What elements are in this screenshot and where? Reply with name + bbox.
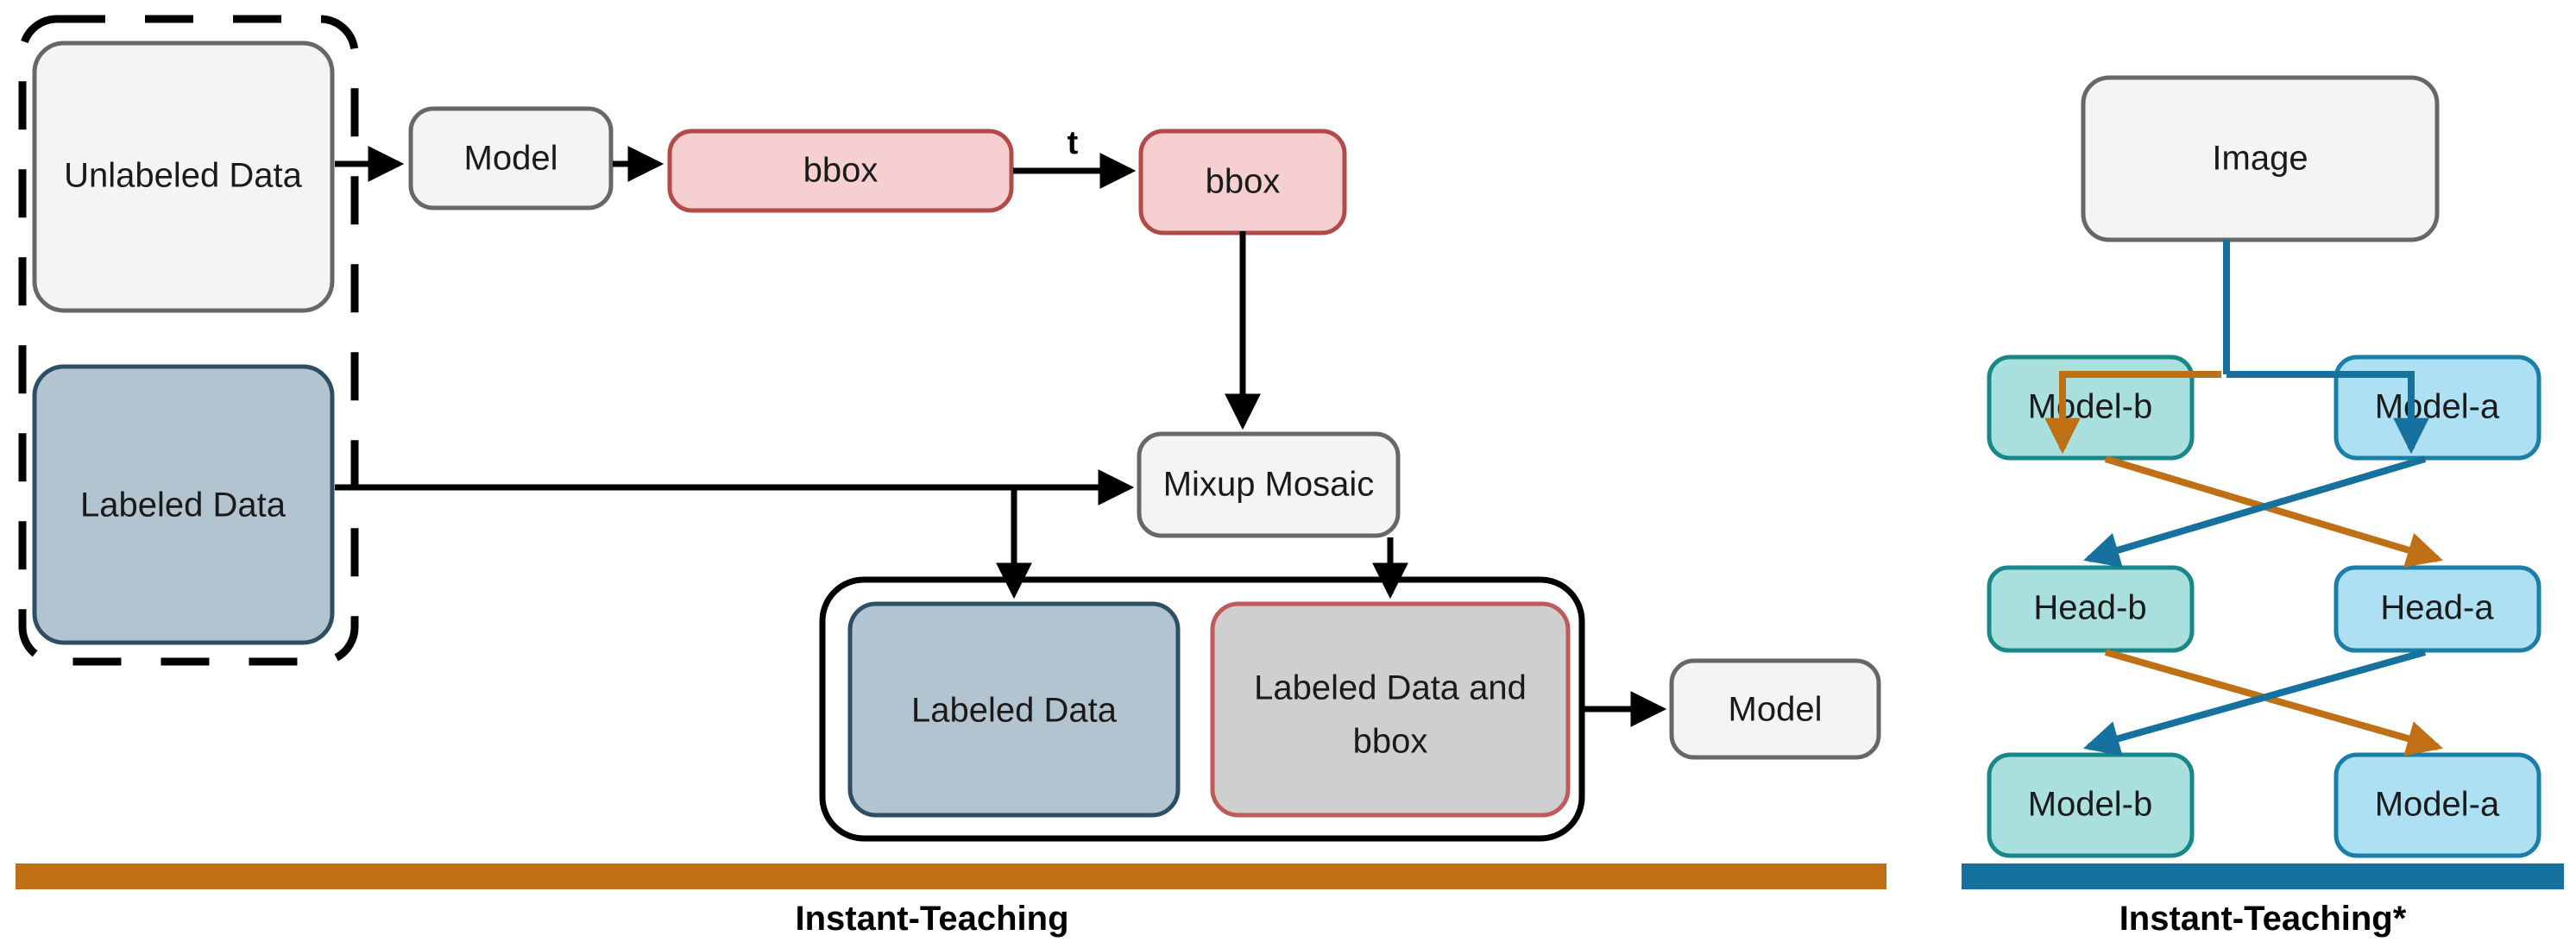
node-head-b: Head-b bbox=[1987, 565, 2195, 653]
left-caption-bar bbox=[16, 863, 1886, 889]
model-student-label: Model bbox=[1729, 691, 1823, 729]
node-head-a: Head-a bbox=[2334, 565, 2541, 653]
model-student-box bbox=[1669, 658, 1881, 760]
edge-image-to-model-b bbox=[2044, 371, 2221, 455]
image-label: Image bbox=[2212, 140, 2308, 178]
unlabeled-data-box bbox=[32, 41, 335, 313]
node-labeled-data-output: Labeled Data bbox=[847, 601, 1181, 818]
head-b-label: Head-b bbox=[2033, 589, 2146, 627]
model-a-bottom-label: Model-a bbox=[2375, 786, 2500, 824]
labeled-and-bbox-box bbox=[1210, 601, 1571, 818]
model-b-top-box bbox=[1987, 355, 2195, 461]
node-unlabeled-data: Unlabeled Data bbox=[32, 41, 335, 313]
edge-model-a-to-head-b bbox=[2083, 455, 2427, 568]
edge-image-to-model-a bbox=[2226, 371, 2429, 455]
labeled-data-box bbox=[32, 364, 335, 645]
node-model-b-top: Model-b bbox=[1987, 355, 2195, 461]
node-bbox-wide: bbox bbox=[667, 129, 1014, 213]
node-bbox-filtered: bbox bbox=[1138, 129, 1347, 235]
labeled-data-label: Labeled Data bbox=[80, 487, 287, 524]
head-b-box bbox=[1987, 565, 2195, 653]
input-data-dashed-group bbox=[18, 15, 359, 666]
node-mixup-mosaic: Mixup Mosaic bbox=[1137, 431, 1401, 538]
edge-label-threshold: t bbox=[1068, 125, 1079, 161]
model-b-top-label: Model-b bbox=[2028, 388, 2153, 426]
right-caption-label: Instant-Teaching* bbox=[2119, 900, 2407, 938]
right-caption-bar bbox=[1962, 863, 2564, 889]
model-a-top-box bbox=[2334, 355, 2541, 461]
model-teacher-box bbox=[408, 106, 614, 210]
edge-head-a-to-model-b bbox=[2082, 649, 2427, 757]
model-a-top-label: Model-a bbox=[2375, 388, 2500, 426]
edge-model-b-to-head-a bbox=[2104, 455, 2443, 568]
labeled-and-bbox-label-line1: Labeled Data and bbox=[1254, 669, 1527, 707]
head-a-label: Head-a bbox=[2380, 589, 2494, 627]
node-labeled-data-input: Labeled Data bbox=[32, 364, 335, 645]
node-image: Image bbox=[2081, 75, 2440, 242]
edge-head-b-to-model-a bbox=[2104, 649, 2443, 757]
bbox-filtered-label: bbox bbox=[1206, 163, 1281, 201]
mixup-mosaic-label: Mixup Mosaic bbox=[1163, 466, 1375, 504]
labeled-and-bbox-label-line2: bbox bbox=[1353, 723, 1428, 761]
head-a-box bbox=[2334, 565, 2541, 653]
bbox-wide-label: bbox bbox=[803, 152, 879, 190]
model-teacher-label: Model bbox=[464, 140, 558, 178]
node-model-a-bottom: Model-a bbox=[2334, 752, 2541, 858]
left-caption-label: Instant-Teaching bbox=[795, 900, 1068, 938]
labeled-data-output-label: Labeled Data bbox=[911, 692, 1118, 730]
bbox-wide-box bbox=[667, 129, 1014, 213]
node-model-teacher: Model bbox=[408, 106, 614, 210]
labeled-data-output-box bbox=[847, 601, 1181, 818]
node-model-student: Model bbox=[1669, 658, 1881, 760]
image-box bbox=[2081, 75, 2440, 242]
unlabeled-data-label: Unlabeled Data bbox=[64, 157, 302, 195]
node-labeled-and-bbox: Labeled Data and bbox bbox=[1210, 601, 1571, 818]
node-model-b-bottom: Model-b bbox=[1987, 752, 2195, 858]
node-model-a-top: Model-a bbox=[2334, 355, 2541, 461]
mixup-mosaic-box bbox=[1137, 431, 1401, 538]
model-b-bottom-label: Model-b bbox=[2028, 786, 2153, 824]
